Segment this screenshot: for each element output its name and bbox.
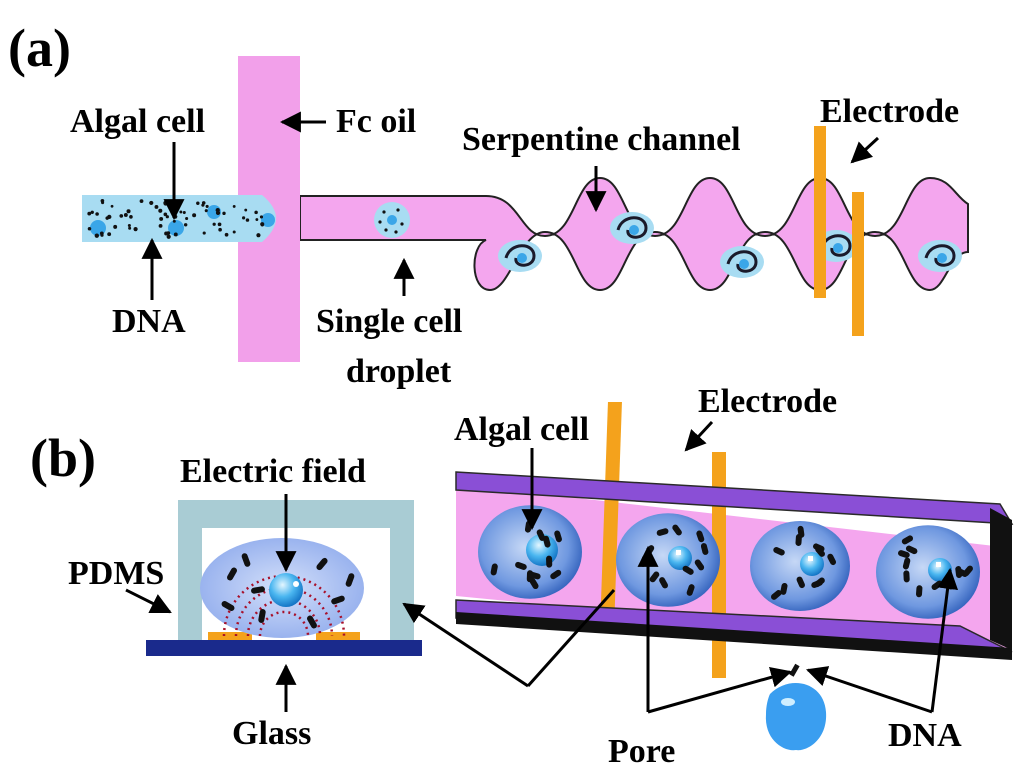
label-electric-field: Electric field [180,453,366,490]
label-single-cell-line2: droplet [346,353,452,390]
electric-field-lines [222,574,346,637]
chip-cross-section [146,500,422,656]
electrode-a-2 [852,192,864,336]
electrode-b-1 [600,402,622,614]
label-dna-b: DNA [888,717,962,754]
electrode-a-1 [814,126,826,298]
label-electrode-a: Electrode [820,93,959,130]
label-pdms: PDMS [68,555,164,592]
glass-substrate [146,640,422,656]
label-fc-oil: Fc oil [336,103,416,140]
label-pore: Pore [608,733,675,770]
bottom-electrode-left [208,632,252,640]
arrows-b [125,420,959,714]
label-electrode-b: Electrode [698,383,837,420]
label-dna-a: DNA [112,303,186,340]
label-serpentine-channel: Serpentine channel [462,121,741,158]
arrows-a [141,111,880,300]
label-algal-cell-b: Algal cell [454,411,589,448]
released-droplet [765,663,827,751]
channel-3d [455,402,1014,678]
label-single-cell-line1: Single cell [316,303,462,340]
cell-cross-section [269,573,303,607]
label-glass: Glass [232,715,311,752]
single-cell-droplet [374,202,410,238]
label-algal-cell-a: Algal cell [70,103,205,140]
sample-inlet [82,195,276,242]
bottom-electrode-right [316,632,360,640]
panel-b-label: (b) [30,428,96,488]
panel-a-label: (a) [8,18,71,78]
